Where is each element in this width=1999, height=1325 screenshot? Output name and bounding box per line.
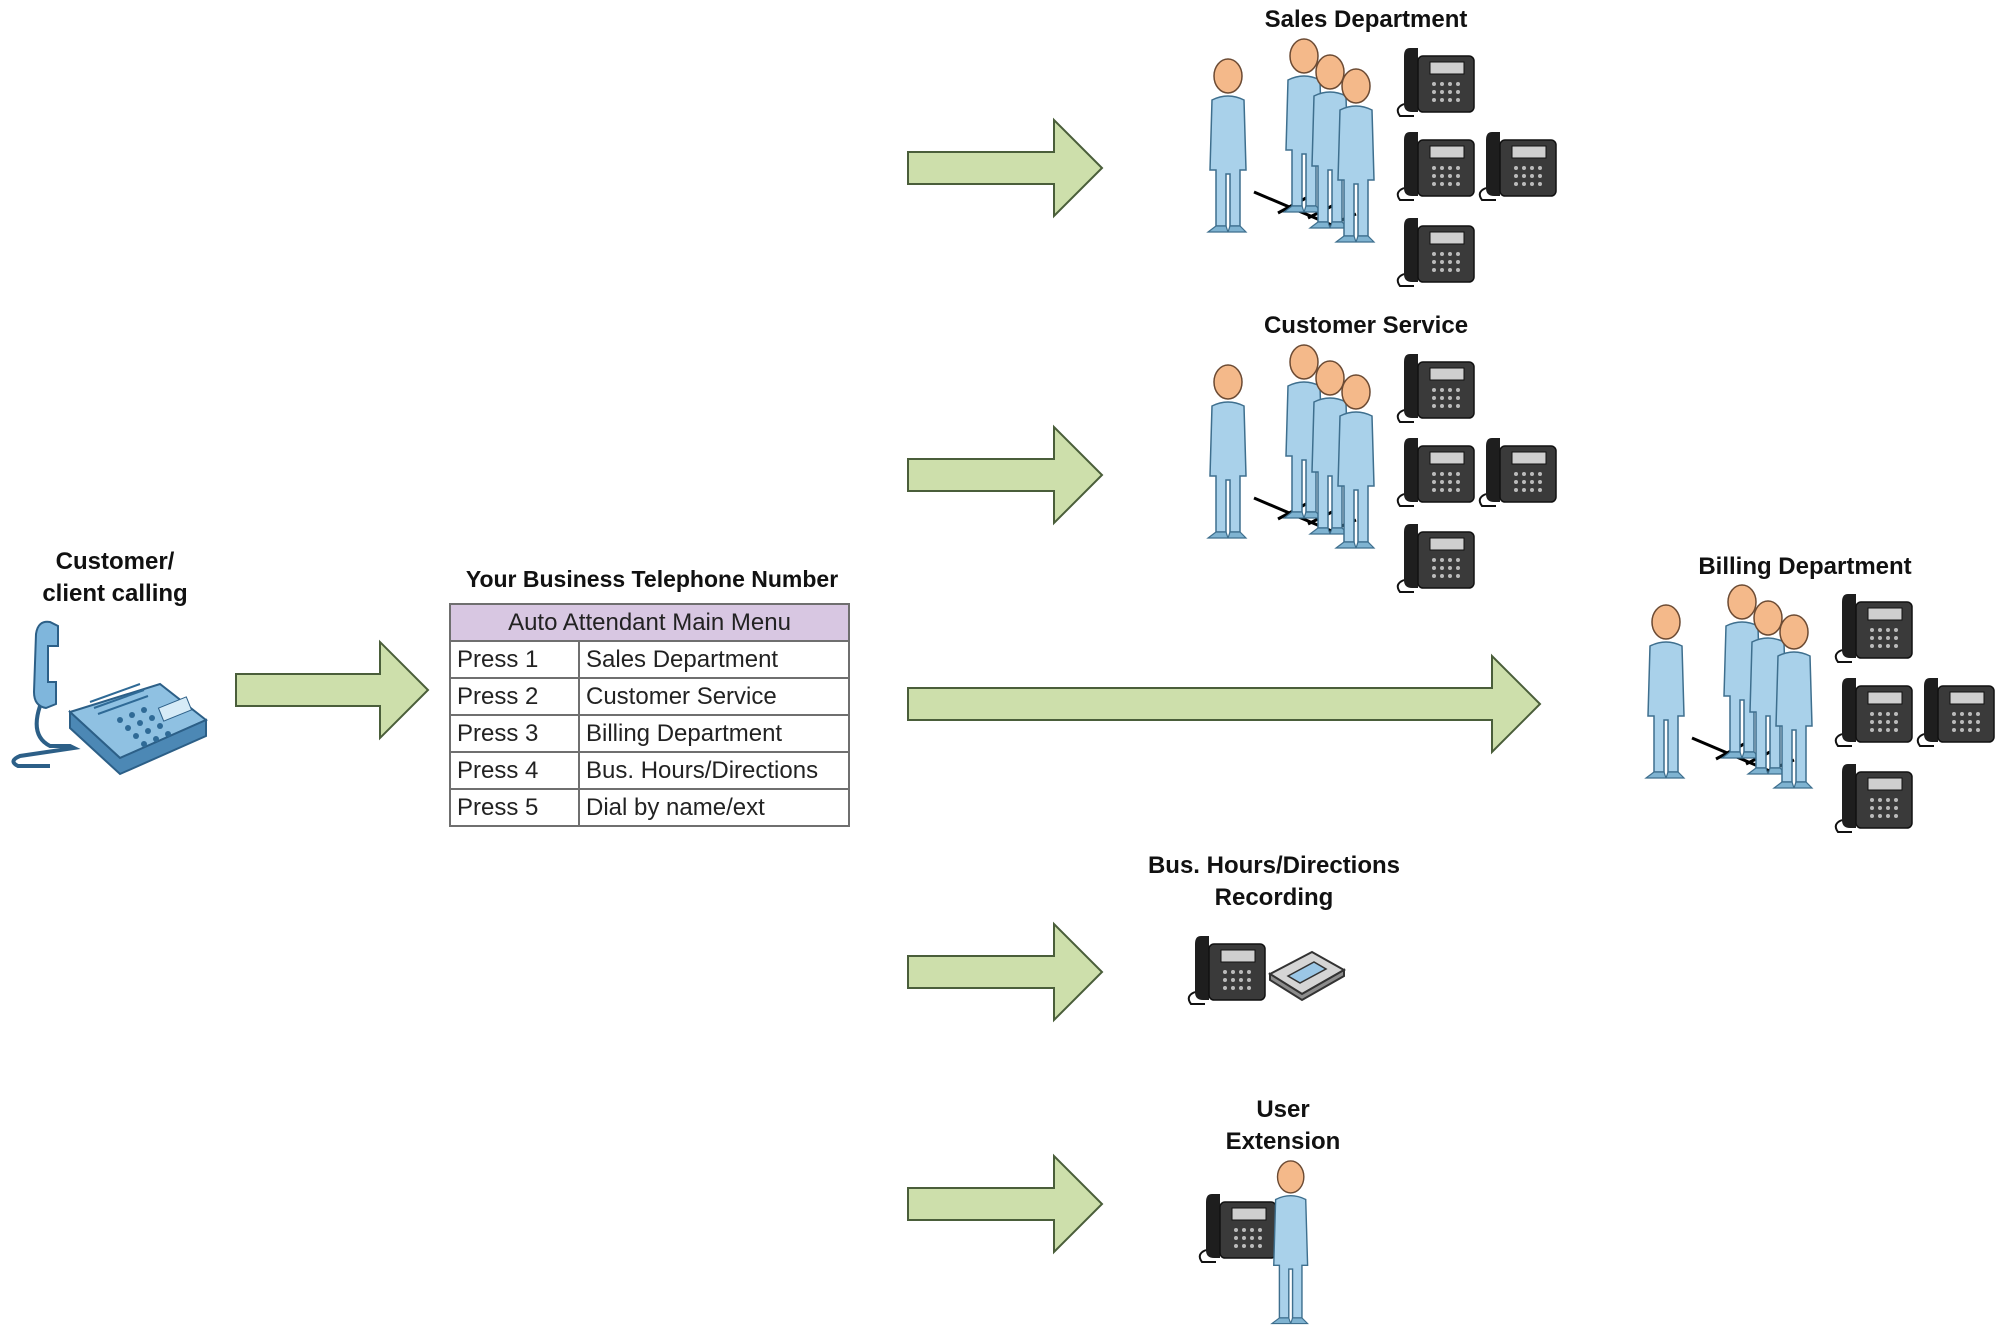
- auto-attendant-menu-table: Auto Attendant Main Menu Press 1 Sales D…: [449, 603, 850, 827]
- menu-key: Press 2: [449, 677, 580, 716]
- billing-phones-icon: [1828, 592, 1998, 842]
- extension-label-line2: Extension: [1225, 1128, 1341, 1155]
- sales-label: Sales Department: [1264, 6, 1468, 33]
- menu-option: Billing Department: [578, 714, 850, 753]
- caller-label-line2: client calling: [42, 580, 188, 607]
- customer-service-phones-icon: [1390, 352, 1570, 602]
- menu-key: Press 1: [449, 640, 580, 679]
- menu-row: Press 3 Billing Department: [449, 714, 850, 753]
- menu-key: Press 5: [449, 788, 580, 827]
- arrow-to-billing: [907, 653, 1542, 755]
- sales-phones-icon: [1390, 46, 1570, 296]
- menu-title: Your Business Telephone Number: [465, 566, 839, 592]
- extension-person-icon: [1271, 1160, 1309, 1325]
- menu-key: Press 4: [449, 751, 580, 790]
- menu-row: Press 1 Sales Department: [449, 640, 850, 679]
- sales-team-icon: [1206, 38, 1386, 248]
- customer-service-label: Customer Service: [1263, 312, 1469, 339]
- hours-label-line2: Recording: [1214, 884, 1334, 911]
- caller-label-line1: Customer/: [55, 548, 175, 575]
- menu-row: Press 4 Bus. Hours/Directions: [449, 751, 850, 790]
- menu-key: Press 3: [449, 714, 580, 753]
- hours-label: Bus. Hours/Directions Recording: [1124, 850, 1424, 914]
- customer-service-team-icon: [1206, 344, 1386, 554]
- billing-label: Billing Department: [1698, 553, 1912, 580]
- arrow-to-hours: [907, 921, 1104, 1023]
- menu-option: Customer Service: [578, 677, 850, 716]
- menu-option: Dial by name/ext: [578, 788, 850, 827]
- arrow-to-extension: [907, 1153, 1104, 1255]
- extension-label: User Extension: [1133, 1094, 1433, 1158]
- hours-label-line1: Bus. Hours/Directions: [1147, 852, 1401, 879]
- menu-row: Press 5 Dial by name/ext: [449, 788, 850, 827]
- menu-header: Auto Attendant Main Menu: [449, 603, 850, 642]
- extension-label-line1: User: [1256, 1096, 1310, 1123]
- hours-phone-icon: [1187, 935, 1266, 1005]
- caller-phone-icon: [11, 620, 208, 776]
- menu-option: Sales Department: [578, 640, 850, 679]
- arrow-caller-to-menu: [235, 639, 430, 741]
- billing-team-icon: [1644, 584, 1824, 794]
- arrow-to-sales: [907, 117, 1104, 219]
- menu-row: Press 2 Customer Service: [449, 677, 850, 716]
- recording-cassette-icon: [1267, 950, 1347, 1002]
- menu-header-row: Auto Attendant Main Menu: [449, 603, 850, 642]
- menu-option: Bus. Hours/Directions: [578, 751, 850, 790]
- caller-label: Customer/ client calling: [35, 546, 195, 610]
- arrow-to-customer-service: [907, 424, 1104, 526]
